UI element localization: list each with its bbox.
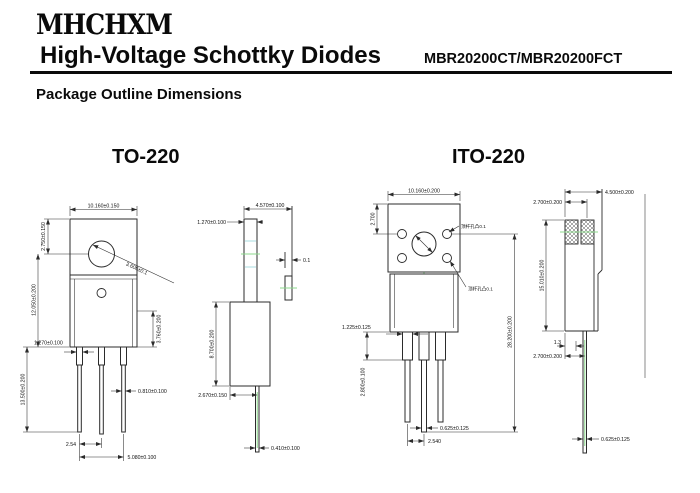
note-ejector-top: 顶杆孔凸0.1 bbox=[461, 223, 486, 230]
dim-ito220-width: 10.160±0.200 bbox=[408, 189, 440, 195]
dim-to220-span: 5.080±0.100 bbox=[128, 455, 157, 461]
to220-front-view: 10.160±0.150 2.750±0.150 12.050±0.200 13… bbox=[21, 204, 175, 461]
dim-ito220-lead-tip: 0.625±0.125 bbox=[440, 426, 469, 432]
dim-ito220-pitch: 2.540 bbox=[428, 439, 441, 445]
dim-ito220-lead-thickness: 0.625±0.125 bbox=[601, 437, 630, 443]
dim-to220-body-height: 12.050±0.200 bbox=[32, 284, 38, 316]
header-rule bbox=[30, 71, 672, 74]
dim-to220-side-height: 8.700±0.200 bbox=[210, 329, 216, 358]
to220-leads bbox=[76, 346, 127, 435]
dim-ito220-lead-offset: 1.3 bbox=[554, 340, 561, 346]
dim-to220-lead-tip: 0.810±0.100 bbox=[138, 389, 167, 395]
ito220-leads bbox=[402, 331, 446, 433]
note-ejector-bottom: 顶杆孔凸0.1 bbox=[468, 286, 493, 293]
dim-to220-body-depth: 2.670±0.150 bbox=[198, 393, 227, 399]
dim-to220-lower-body: 3.760±0.200 bbox=[157, 314, 163, 343]
dim-ito220-hole-offset: 2.700 bbox=[371, 212, 377, 225]
ito220-drawing: 10.160±0.200 2.700 顶杆孔凸0.1 顶杆孔凸0.1 1.225… bbox=[342, 189, 646, 454]
dim-to220-depth: 4.570±0.100 bbox=[256, 203, 285, 209]
to220-drawing: 10.160±0.150 2.750±0.150 12.050±0.200 13… bbox=[21, 203, 310, 461]
to220-body bbox=[69, 274, 138, 348]
to220-side-tab bbox=[243, 218, 258, 303]
doc-title: High-Voltage Schottky Diodes bbox=[40, 42, 381, 69]
dim-to220-pitch: 2.54 bbox=[66, 442, 76, 448]
ito220-side-view: 4.500±0.200 2.700±0.200 15.010±0.200 1.3… bbox=[533, 189, 646, 454]
to220-mounting-hole bbox=[88, 240, 115, 268]
to220-title: TO-220 bbox=[112, 146, 180, 168]
dim-to220-lead-thickness: 0.410±0.100 bbox=[271, 446, 300, 452]
dim-to220-tab-thickness: 1.270±0.100 bbox=[197, 220, 226, 226]
ito220-title: ITO-220 bbox=[452, 146, 525, 168]
brand-logo: MHCHXM bbox=[36, 8, 173, 41]
dim-ito220-overall: 28.200±0.200 bbox=[508, 316, 514, 348]
ito220-ejector-hole bbox=[397, 229, 407, 239]
dim-ito220-side-height: 15.010±0.200 bbox=[540, 260, 546, 292]
to220-small-hole bbox=[96, 288, 107, 298]
part-numbers: MBR20200CT/MBR20200FCT bbox=[424, 51, 623, 67]
section-title: Package Outline Dimensions bbox=[36, 86, 242, 103]
dim-ito220-lead-width: 1.225±0.125 bbox=[342, 325, 371, 331]
dim-ito220-shoulder: 2.800±0.100 bbox=[361, 367, 367, 396]
dim-ito220-depth: 4.500±0.200 bbox=[605, 190, 634, 196]
ito220-ejector-hole bbox=[442, 253, 452, 263]
to220-side-body bbox=[229, 301, 271, 387]
dim-to220-lead-width: 1.270±0.100 bbox=[34, 341, 63, 347]
to220-side-view: 1.270±0.100 4.570±0.100 0.1 8.700±0.200 … bbox=[197, 203, 310, 453]
ito220-front-view: 10.160±0.200 2.700 顶杆孔凸0.1 顶杆孔凸0.1 1.225… bbox=[342, 189, 518, 446]
dim-to220-lead-length: 13.500±0.200 bbox=[21, 374, 27, 406]
ito220-ejector-hole bbox=[397, 253, 407, 263]
dim-ito220-front-to-lead: 2.700±0.200 bbox=[533, 354, 562, 360]
dim-ito220-tab-depth: 2.700±0.200 bbox=[533, 200, 562, 206]
ito220-body bbox=[389, 273, 459, 333]
dim-to220-hole-offset: 2.750±0.150 bbox=[41, 222, 47, 251]
dim-to220-width: 10.160±0.150 bbox=[88, 204, 120, 210]
dim-to220-step: 0.1 bbox=[303, 258, 310, 264]
